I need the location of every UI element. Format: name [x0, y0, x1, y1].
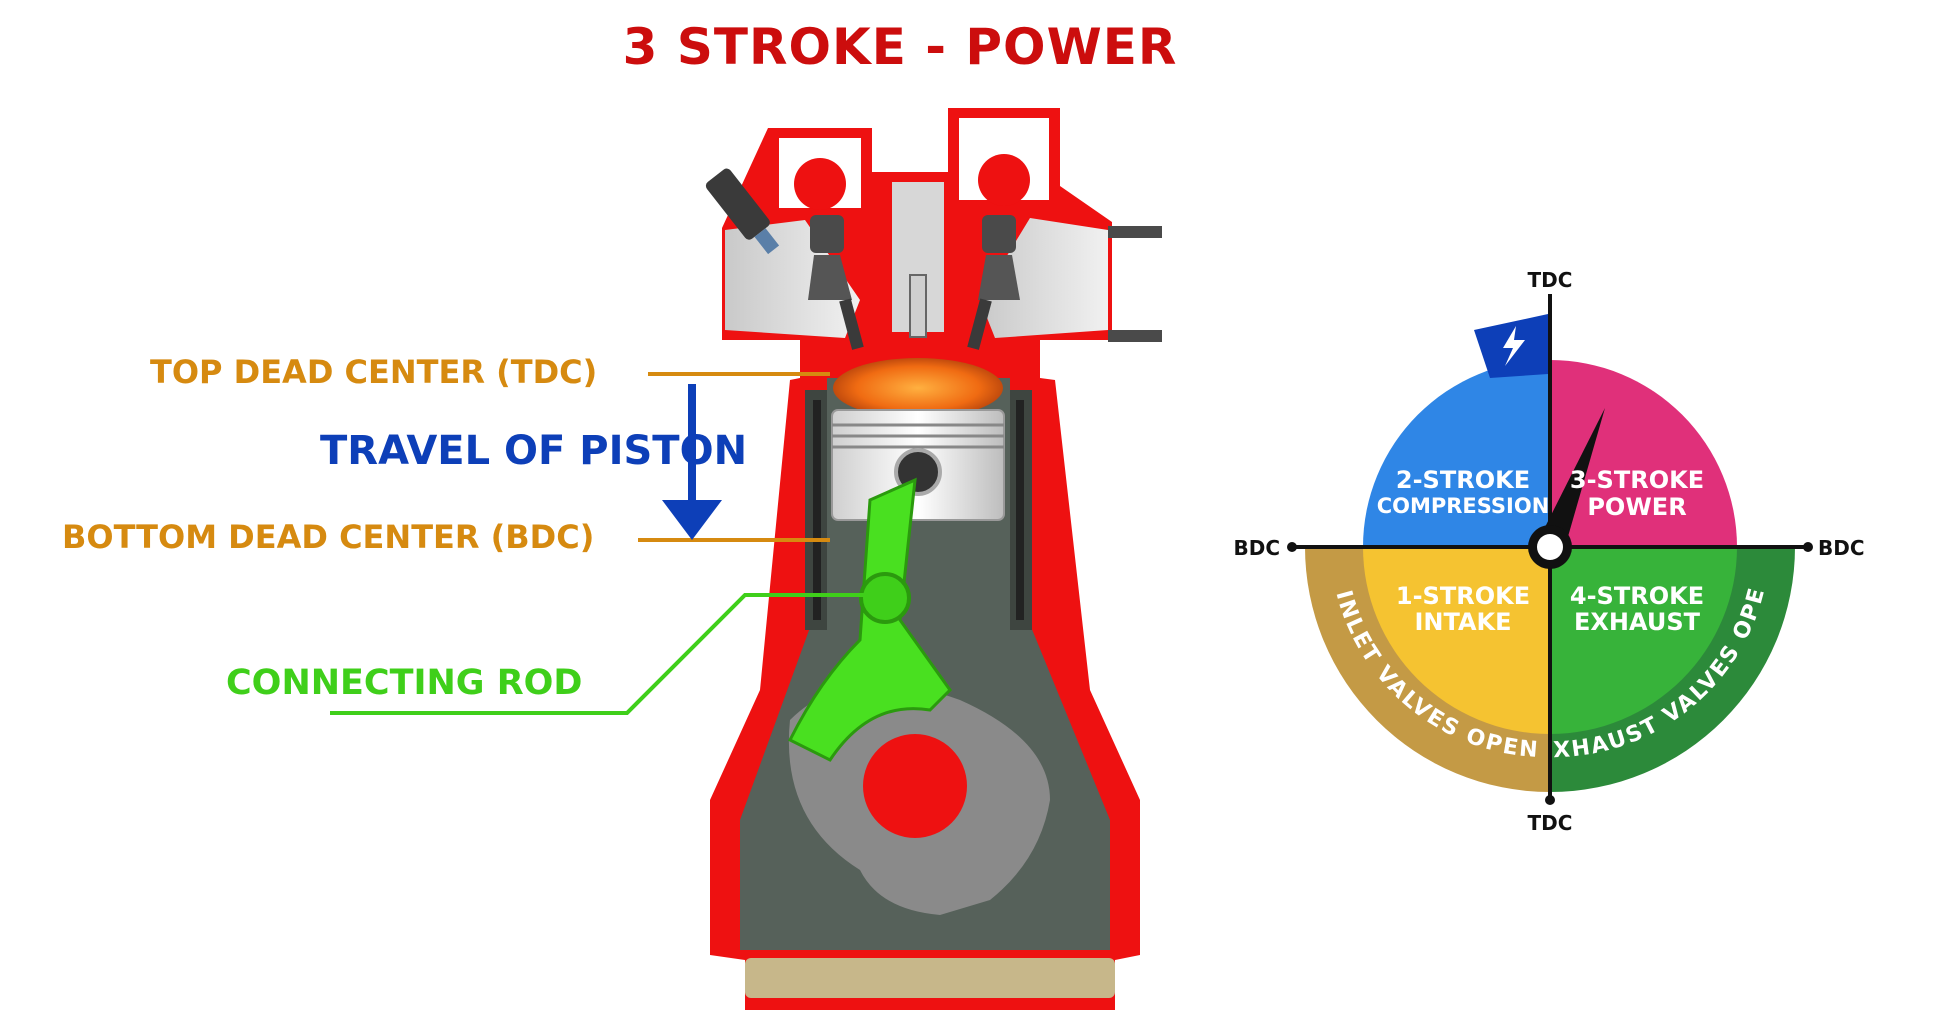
compression-line-2: COMPRESSION: [1377, 494, 1550, 518]
intake-line-1: 1-STROKE: [1396, 582, 1530, 610]
bdc-left-label: BDC: [1233, 536, 1280, 560]
exhaust-cam: [978, 154, 1030, 206]
spark-plug: [910, 275, 926, 337]
quadrant-compression: [1363, 360, 1550, 547]
bdc-right-label: BDC: [1818, 536, 1865, 560]
head-bolt-lower: [1108, 330, 1162, 342]
travel-arrow-head: [662, 500, 722, 540]
tdc-top-label: TDC: [1528, 268, 1573, 292]
exhaust-line-1: 4-STROKE: [1570, 582, 1704, 610]
oil-sump: [745, 958, 1115, 998]
intake-line-2: INTAKE: [1414, 608, 1511, 636]
exhaust-line-2: EXHAUST: [1574, 608, 1701, 636]
piston: [832, 410, 1004, 520]
power-line-1: 3-STROKE: [1570, 466, 1704, 494]
intake-cam: [794, 158, 846, 210]
tdc-bottom-label: TDC: [1528, 811, 1573, 835]
engine-cutaway: [704, 108, 1162, 1010]
head-bolt-upper: [1108, 226, 1162, 238]
power-line-2: POWER: [1587, 493, 1686, 521]
lightning-bolt-icon: [1474, 314, 1548, 378]
crankshaft-journal: [863, 734, 967, 838]
compression-line-1: 2-STROKE: [1396, 466, 1530, 494]
